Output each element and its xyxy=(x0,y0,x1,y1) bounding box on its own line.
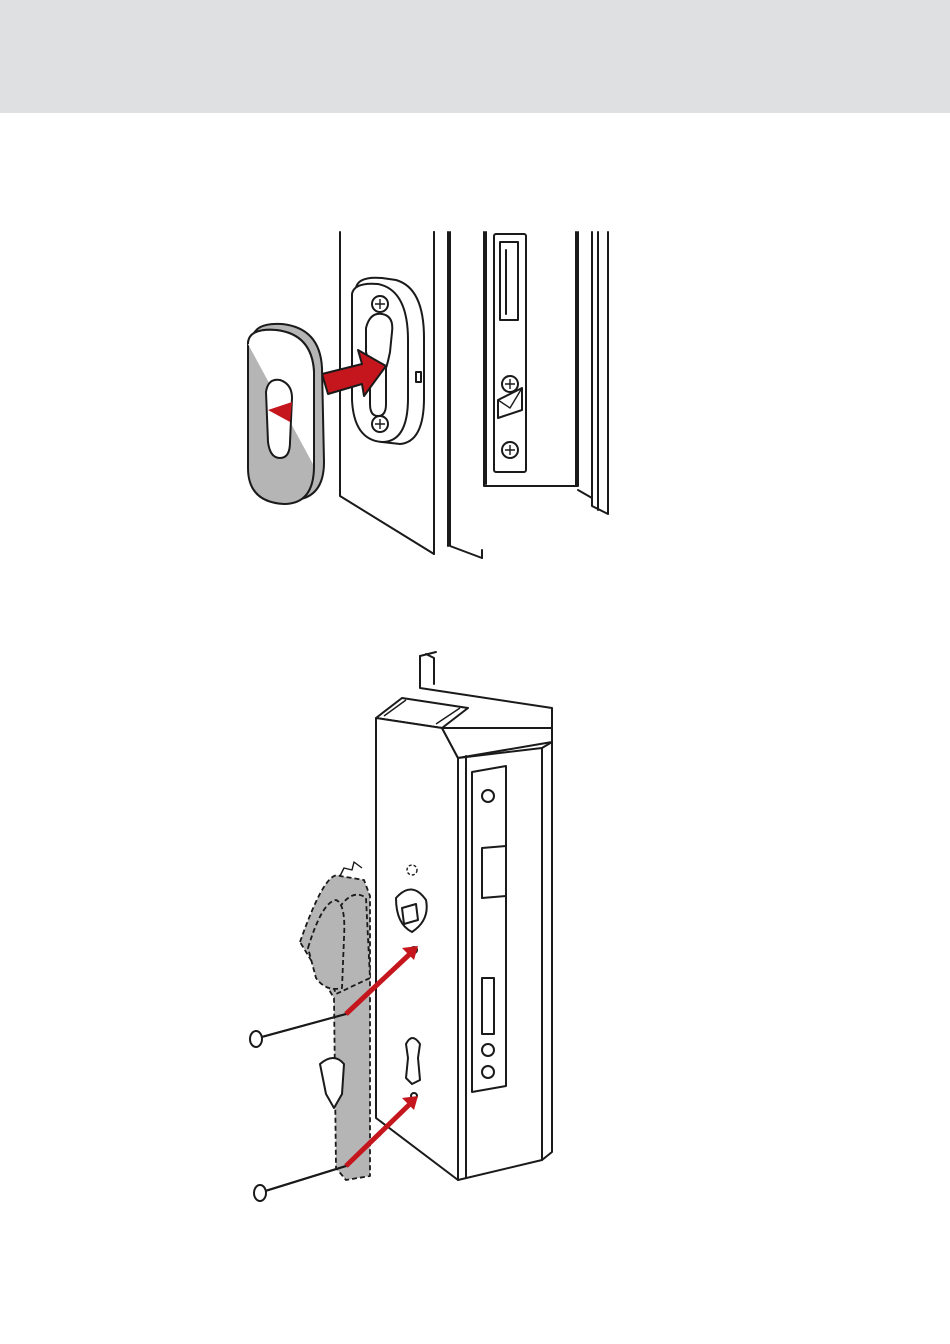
cover-rosette-diagram xyxy=(236,228,636,563)
header-band xyxy=(0,0,950,113)
fixing-screws xyxy=(250,1014,346,1201)
cover-rosette xyxy=(248,324,324,504)
lock-faceplate xyxy=(494,234,526,472)
illustration-cover-rosette xyxy=(236,228,636,563)
backplate-diagram xyxy=(236,648,576,1210)
lock-faceplate xyxy=(472,766,506,1092)
illustration-backplate-screws xyxy=(236,648,576,1210)
backplate xyxy=(300,862,370,1180)
